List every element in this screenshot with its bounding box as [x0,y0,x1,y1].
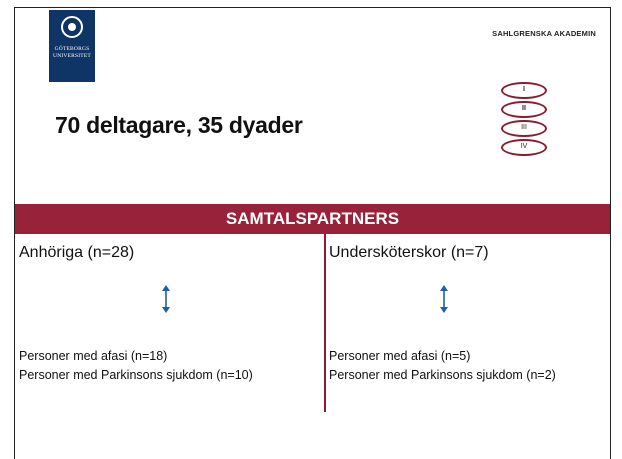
column-title: Undersköterskor (n=7) [329,244,489,261]
slide: GÖTEBORGS UNIVERSITET SAHLGRENSKA AKADEM… [14,7,611,459]
seal-icon [61,16,83,38]
list-item: Personer med afasi (n=18) [19,349,168,363]
column-items: Personer med afasi (n=18) Personer med P… [19,347,253,385]
section-indicator: I II III IV [501,82,553,158]
column-items: Personer med afasi (n=5) Personer med Pa… [329,347,556,385]
list-item: Personer med Parkinsons sjukdom (n=2) [329,368,556,382]
double-arrow-icon [440,285,448,313]
column-title: Anhöriga (n=28) [19,244,135,261]
university-logo: GÖTEBORGS UNIVERSITET [49,10,95,82]
double-arrow-icon [162,285,170,313]
list-item: Personer med Parkinsons sjukdom (n=10) [19,368,253,382]
logo-text-line1: GÖTEBORGS [54,46,90,52]
section-banner: SAMTALSPARTNERS [15,204,610,234]
section-ellipse-4: IV [501,139,547,156]
section-ellipse-2: II [501,101,547,118]
slide-title: 70 deltagare, 35 dyader [55,112,303,138]
section-ellipse-3: III [501,120,547,137]
column-nurses: Undersköterskor (n=7) Personer med afasi… [329,234,609,382]
academy-name: SAHLGRENSKA AKADEMIN [492,29,596,38]
column-relatives: Anhöriga (n=28) Personer med afasi (n=18… [19,234,319,382]
section-ellipse-1: I [501,82,547,99]
logo-text-line2: UNIVERSITET [53,53,91,59]
column-divider [324,234,326,412]
logo-text: GÖTEBORGS UNIVERSITET [49,46,95,60]
list-item: Personer med afasi (n=5) [329,349,471,363]
